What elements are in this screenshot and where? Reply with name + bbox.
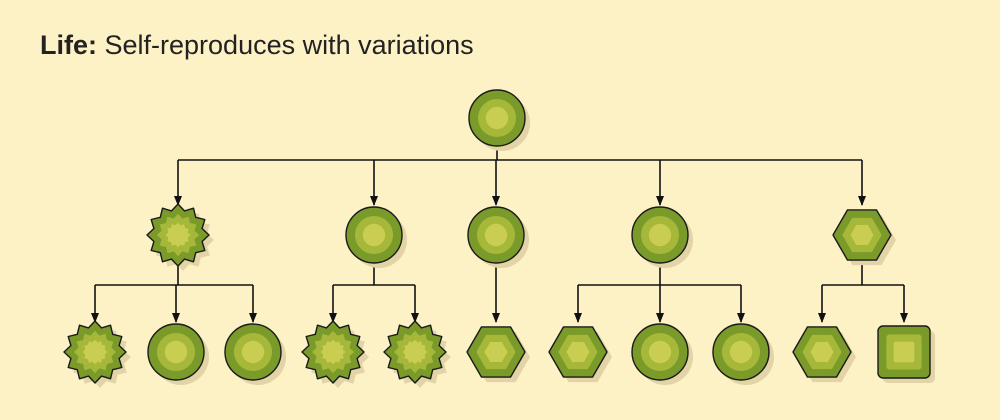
organism-gen1-5-hexagon-icon [832, 209, 896, 266]
organism-gen2-1-1-star-icon [63, 320, 131, 388]
organism-gen2-5-1-hexagon-icon [792, 326, 856, 383]
organism-gen1-3-circle-icon [467, 206, 529, 268]
organism-gen1-2-circle-icon [345, 206, 407, 268]
title-definition: Self-reproduces with variations [97, 30, 474, 60]
title-term: Life: [40, 30, 97, 60]
organism-gen2-1-3-circle-icon [224, 323, 286, 385]
organism-gen2-5-2-square-icon [877, 325, 935, 383]
tree-connectors [91, 146, 908, 323]
organism-root-circle-icon [468, 89, 530, 151]
organism-gen2-4-3-circle-icon [712, 323, 774, 385]
organism-gen2-1-2-circle-icon [147, 323, 209, 385]
organism-gen2-4-1-hexagon-icon [548, 326, 612, 383]
tree-organisms [63, 89, 935, 388]
organism-gen2-2-1-star-icon [301, 320, 369, 388]
organism-gen1-1-star-icon [146, 203, 214, 271]
organism-gen2-4-2-circle-icon [631, 323, 693, 385]
diagram-title: Life: Self-reproduces with variations [40, 30, 474, 61]
organism-gen1-4-circle-icon [631, 206, 693, 268]
organism-gen2-2-2-star-icon [383, 320, 451, 388]
organism-gen2-3-1-hexagon-icon [466, 326, 530, 383]
